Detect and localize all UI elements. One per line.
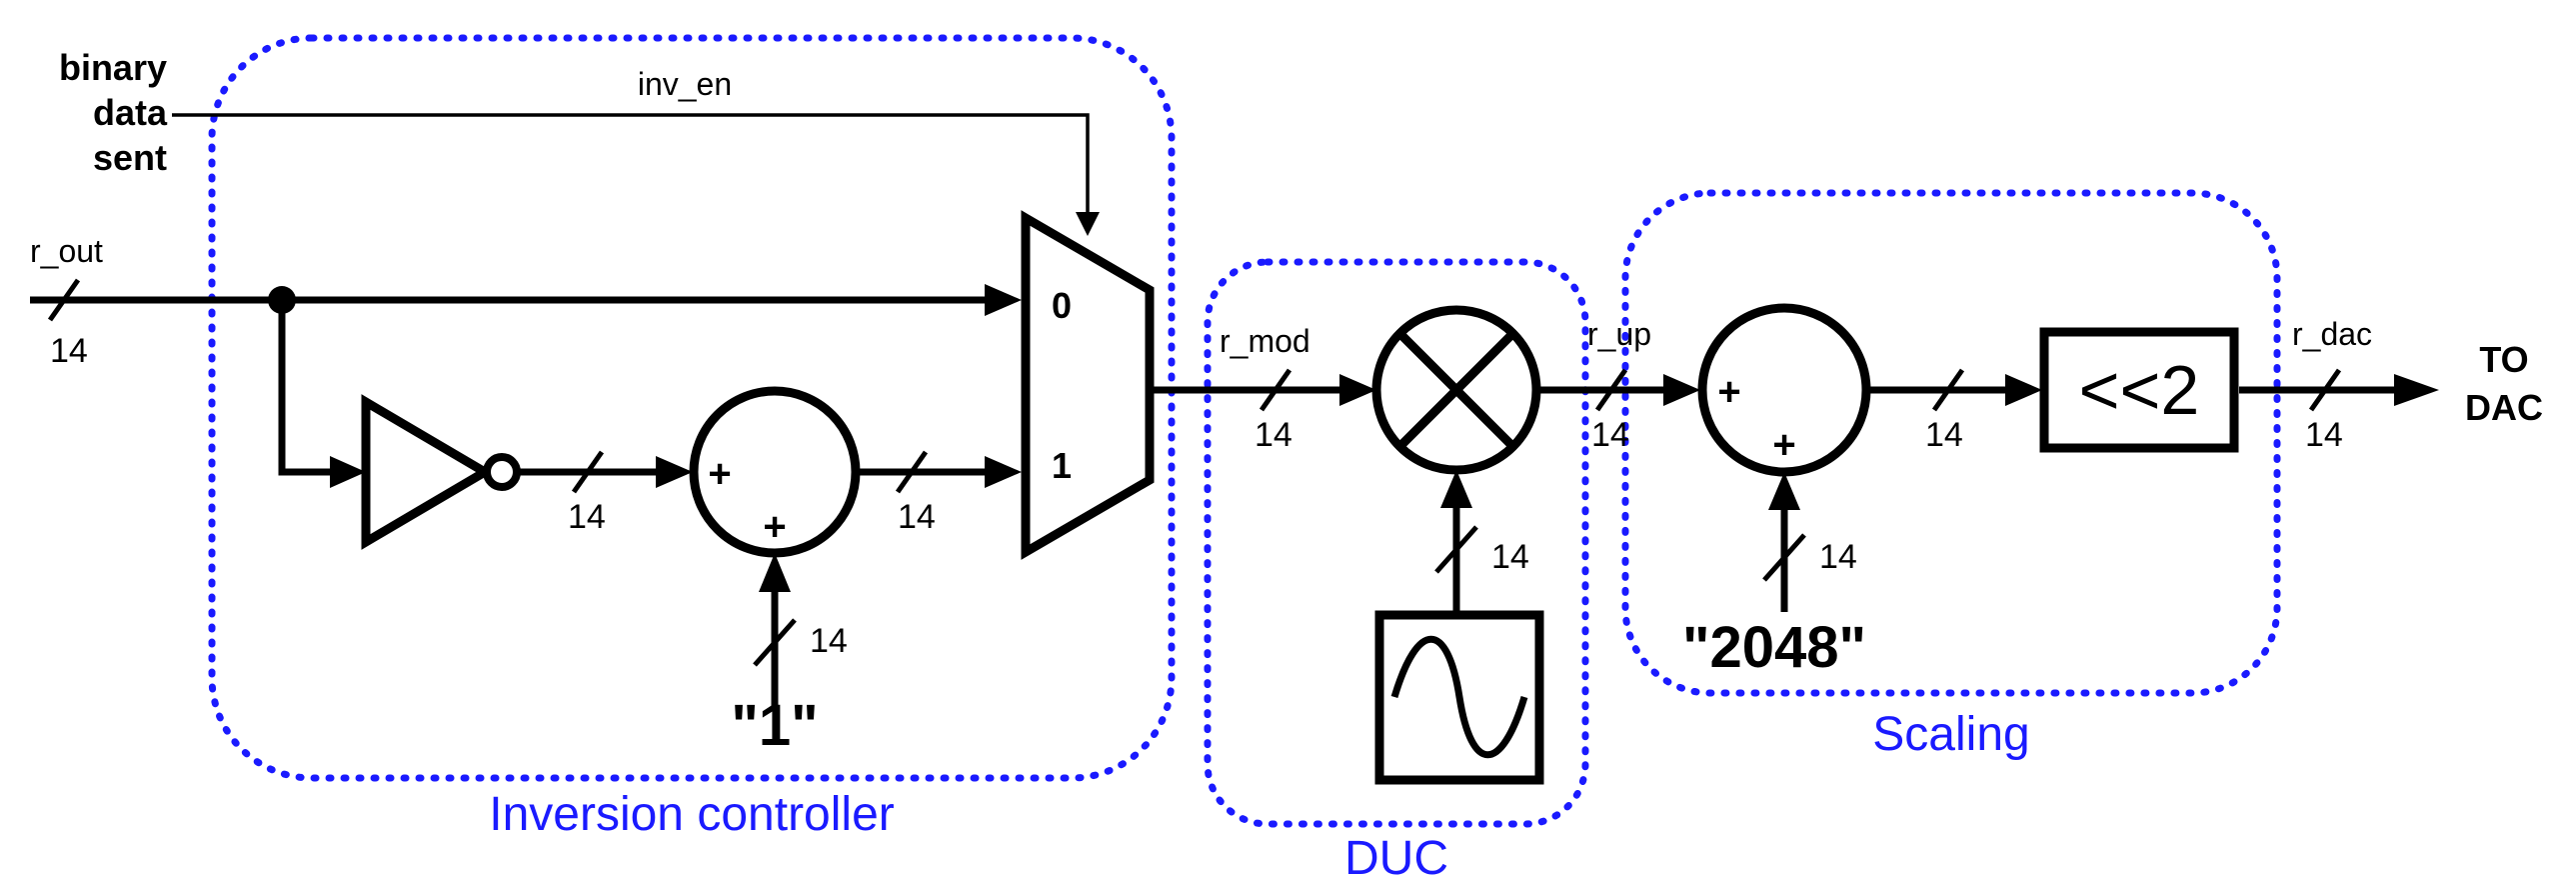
r-up-bus-width: 14 (1591, 416, 1629, 454)
osc-bus-width: 14 (1491, 538, 1529, 576)
inversion-controller-label: Inversion controller (489, 788, 895, 841)
const-1-bus-slash (753, 618, 797, 667)
inversion-controller-group (208, 34, 1176, 782)
r-up-bus-slash (1594, 368, 1628, 412)
mux-input-0-label: 0 (1052, 285, 1072, 326)
duc-label: DUC (1344, 832, 1448, 885)
r-mod-bus-slash (1259, 368, 1292, 412)
sine-wave-icon (1390, 635, 1528, 759)
duc-group (1204, 258, 1589, 828)
adder2-out-bus-width: 14 (1925, 416, 1963, 454)
const-1-arrowhead (759, 553, 791, 592)
adder2-input-arrowhead (1663, 374, 1700, 406)
r-out-label: r_out (30, 233, 103, 269)
adder-1-plus-bottom: + (763, 505, 786, 549)
multiplexer (1021, 210, 1155, 560)
inverter-bubble (483, 453, 521, 491)
r-dac-bus-width: 14 (2305, 416, 2343, 454)
binary-data-label-3: sent (93, 137, 167, 178)
inverter-out-bus-slash (571, 450, 605, 494)
inv-en-wire (172, 113, 1090, 218)
mixer-input-arrowhead (1339, 374, 1376, 406)
r-dac-bus-slash (2308, 368, 2342, 412)
inverter-branch-wire (278, 300, 335, 476)
scaling-label: Scaling (1872, 708, 2029, 761)
osc-bus-slash (1434, 525, 1478, 574)
inverter-out-bus-width: 14 (568, 498, 606, 536)
mux-in1-arrowhead (985, 456, 1022, 488)
binary-data-label-1: binary (59, 47, 167, 88)
r-out-bus-slash (47, 278, 81, 322)
r-mod-bus-width: 14 (1255, 416, 1292, 454)
adder-1-plus-left: + (708, 452, 731, 496)
to-dac-label-1: TO (2479, 339, 2528, 380)
const-2048-label: "2048" (1682, 615, 1866, 680)
mux-input-1-label: 1 (1052, 445, 1072, 486)
const-2048-arrowhead (1768, 472, 1800, 510)
mixer-cross-b (1395, 329, 1517, 451)
adder-2-plus-bottom: + (1772, 423, 1795, 467)
inv-en-arrowhead (1076, 212, 1100, 236)
adder1-out-bus-width: 14 (898, 498, 936, 536)
adder2-out-bus-slash (1931, 368, 1965, 412)
const-1-label: "1" (731, 693, 818, 758)
const-2048-bus-width: 14 (1819, 538, 1857, 576)
shift-left-label: <<2 (2079, 351, 2200, 429)
adder1-out-bus-slash (895, 450, 929, 494)
to-dac-label-2: DAC (2465, 387, 2543, 428)
const-1-bus-width: 14 (810, 622, 848, 660)
shifter-input-arrowhead (2005, 374, 2042, 406)
const-2048-bus-slash (1762, 533, 1806, 582)
output-arrowhead (2394, 374, 2439, 406)
r-dac-label: r_dac (2292, 316, 2372, 352)
binary-data-label-2: data (93, 92, 168, 133)
inverter-triangle (361, 394, 494, 550)
inv-en-label: inv_en (638, 66, 732, 102)
inverter-input-arrowhead (330, 456, 366, 488)
scaling-group (1621, 189, 2281, 697)
osc-arrowhead (1440, 470, 1472, 508)
adder-2-plus-left: + (1717, 370, 1740, 414)
r-out-bus-width: 14 (50, 332, 88, 370)
r-mod-label: r_mod (1220, 323, 1310, 359)
r-out-arrowhead (985, 284, 1022, 316)
r-up-label: r_up (1587, 316, 1651, 352)
adder1-input-arrowhead (656, 456, 693, 488)
shift-left-block (2039, 327, 2239, 453)
